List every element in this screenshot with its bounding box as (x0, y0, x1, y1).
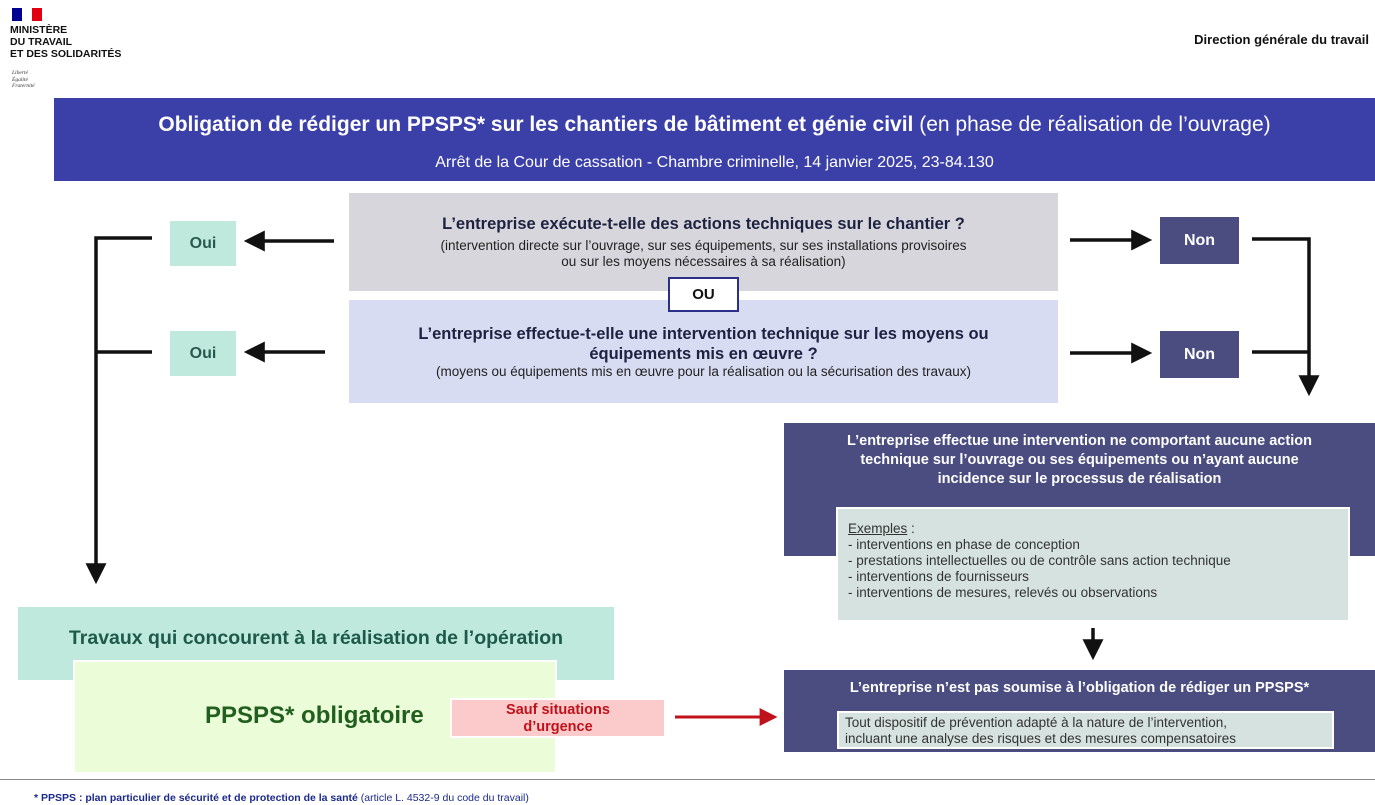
ministry-line-1: MINISTÈRE (10, 24, 68, 36)
motto-line-3: Fraternité (12, 83, 35, 89)
non-box-2: Non (1160, 331, 1239, 378)
question-2-sub: (moyens ou équipements mis en œuvre pour… (435, 363, 971, 379)
examples-heading-label: Exemples (848, 521, 908, 536)
final-body: Tout dispositif de prévention adapté à l… (837, 711, 1334, 749)
list-item: - interventions en phase de conception (848, 537, 1080, 552)
examples-heading: Exemples : (848, 521, 1338, 537)
list-item: - interventions de mesures, relevés ou o… (848, 585, 1158, 600)
question-2-title-line-1: L’entreprise effectue-t-elle une interve… (418, 324, 989, 343)
final-body-line-1: Tout dispositif de prévention adapté à l… (845, 715, 1228, 730)
examples-list: - interventions en phase de conception -… (848, 537, 1338, 601)
non-box-1: Non (1160, 217, 1239, 264)
oui-box-2: Oui (170, 331, 236, 376)
non-path-line (1252, 237, 1320, 397)
question-2-title-line-2: équipements mis en œuvre ? (589, 344, 818, 363)
question-1-sub-line-1: (intervention directe sur l’ouvrage, sur… (440, 238, 967, 253)
motto-line-1: Liberté (12, 70, 28, 76)
direction-name: Direction générale du travail (1194, 32, 1369, 47)
oui-path-line (85, 236, 152, 585)
list-item: - interventions de fournisseurs (848, 569, 1029, 584)
ministry-line-2: DU TRAVAIL (10, 36, 73, 48)
not-subject-box: L’entreprise n’est pas soumise à l’oblig… (784, 670, 1375, 752)
question-1-sub-line-2: ou sur les moyens nécessaires à sa réali… (561, 254, 846, 269)
result-title-line-2: technique sur l’ouvrage ou ses équipemen… (860, 452, 1299, 468)
examples-heading-colon: : (907, 521, 915, 536)
exception-line-2: d’urgence (523, 719, 593, 735)
final-body-line-2: incluant une analyse des risques et des … (845, 731, 1236, 746)
examples-box: Exemples : - interventions en phase de c… (836, 507, 1350, 622)
exception-line-1: Sauf situations (506, 702, 610, 718)
banner-title-bold: Obligation de rédiger un PPSPS* sur les … (158, 113, 914, 136)
result-title: L’entreprise effectue une intervention n… (790, 432, 1369, 489)
question-box-intervention-technique: L’entreprise effectue-t-elle une interve… (349, 300, 1058, 403)
footnote-rest: (article L. 4532-9 du code du travail) (357, 792, 529, 804)
motto-line-2: Égalité (12, 76, 28, 83)
oui-box-1: Oui (170, 221, 236, 266)
title-banner: Obligation de rédiger un PPSPS* sur les … (54, 98, 1375, 181)
list-item: - prestations intellectuelles ou de cont… (848, 553, 1231, 568)
footnote-bold: * PPSPS : plan particulier de sécurité e… (34, 792, 358, 804)
banner-subtitle: Arrêt de la Cour de cassation - Chambre … (435, 154, 994, 171)
ministry-name: MINISTÈRE DU TRAVAIL ET DES SOLIDARITÉS (10, 24, 121, 60)
question-box-actions-techniques: L’entreprise exécute-t-elle des actions … (349, 193, 1058, 291)
republic-flag-logo (12, 8, 42, 21)
footer-divider (0, 779, 1375, 780)
footnote: * PPSPS : plan particulier de sécurité e… (34, 792, 529, 804)
result-title-line-3: incidence sur le processus de réalisatio… (937, 471, 1222, 487)
banner-title-rest: (en phase de réalisation de l’ouvrage) (913, 113, 1271, 136)
republic-motto: Liberté Égalité Fraternité (12, 70, 35, 90)
result-title-line-1: L’entreprise effectue une intervention n… (847, 433, 1312, 449)
question-1-title: L’entreprise exécute-t-elle des actions … (442, 215, 965, 233)
final-title: L’entreprise n’est pas soumise à l’oblig… (849, 680, 1310, 696)
urgency-exception-box: Sauf situations d’urgence (450, 698, 666, 738)
ppsps-mandatory-label: PPSPS* obligatoire (205, 702, 424, 729)
ministry-line-3: ET DES SOLIDARITÉS (10, 48, 122, 60)
banner-title: Obligation de rédiger un PPSPS* sur les … (54, 113, 1375, 137)
ou-connector: OU (668, 277, 739, 312)
